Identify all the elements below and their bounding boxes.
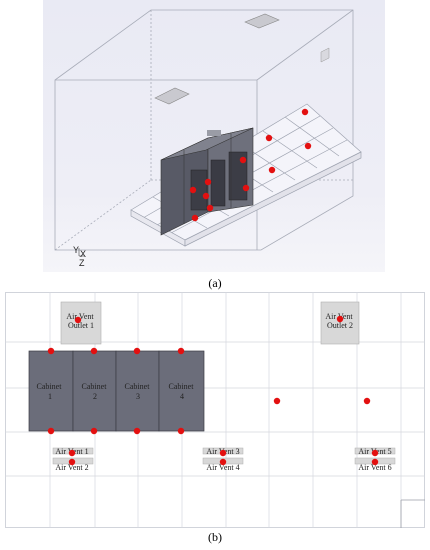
cabinet-4-label: Cabinet 4 <box>169 382 196 401</box>
sensor-point <box>268 166 276 174</box>
plan-view-panel: Air Vent Outlet 1 Air Vent Outlet 2 Cabi… <box>5 292 425 528</box>
sensor-point <box>133 347 141 355</box>
isometric-view-panel: Y X Z <box>43 0 385 272</box>
air-vent-outlet-1-label: Air Vent Outlet 1 <box>66 312 95 330</box>
caption-b: (b) <box>208 530 222 544</box>
sensor-point <box>90 347 98 355</box>
sensor-point <box>90 427 98 435</box>
sensor-point <box>204 178 212 186</box>
air-vent-outlet-1 <box>60 301 102 345</box>
sensor-point <box>206 204 214 212</box>
sensor-point <box>74 316 82 324</box>
cabinet-3-line-2: 3 <box>136 392 140 401</box>
axis-triad: Y X Z <box>73 245 86 268</box>
sensor-point <box>189 186 197 194</box>
cabinet-4-line-1: Cabinet <box>169 382 195 391</box>
caption-a: (a) <box>208 276 222 290</box>
ceiling-vent-outlet <box>154 87 190 105</box>
sensor-point <box>304 142 312 150</box>
cabinet-1-line-1: Cabinet <box>37 382 63 391</box>
air-vent-outlet-2 <box>320 301 360 345</box>
axis-label-x: X <box>80 249 86 259</box>
sensor-point <box>47 427 55 435</box>
cabinet-block-3d <box>160 127 254 236</box>
outlet-1-line-1: Air Vent <box>66 312 94 321</box>
sensor-point <box>301 108 309 116</box>
sensor-point <box>242 184 250 192</box>
outlet-1-line-2: Outlet 1 <box>68 321 94 330</box>
sensor-point <box>68 458 76 466</box>
air-vent-4-label: Air Vent 4 <box>206 463 239 472</box>
axis-label-z: Z <box>79 258 85 268</box>
sensor-point <box>133 427 141 435</box>
side-vent <box>320 47 330 63</box>
sensor-points-3d <box>189 108 312 222</box>
sensor-point <box>177 427 185 435</box>
sensor-point <box>371 458 379 466</box>
cabinet-2-label: Cabinet 2 <box>82 382 109 401</box>
cabinet-4-line-2: 4 <box>180 392 184 401</box>
ceiling-vent-outlet <box>244 13 280 29</box>
plan-view-svg: Air Vent Outlet 1 Air Vent Outlet 2 Cabi… <box>5 292 425 528</box>
sensor-point <box>336 315 344 323</box>
cabinet-3 <box>115 350 160 432</box>
sensor-point <box>371 449 379 457</box>
air-vent-6-label: Air Vent 6 <box>358 463 391 472</box>
cabinet-row: Cabinet 1 Cabinet 2 Cabinet 3 Cabinet 4 <box>28 350 205 432</box>
sensor-point <box>273 397 281 405</box>
isometric-view-svg: Y X Z <box>54 9 362 268</box>
cabinet-1-label: Cabinet 1 <box>37 382 64 401</box>
cabinet-2 <box>72 350 117 432</box>
sensor-point <box>177 347 185 355</box>
cabinet-2-line-1: Cabinet <box>82 382 108 391</box>
cabinet-1 <box>28 350 74 432</box>
outlet-2-line-2: Outlet 2 <box>327 321 353 330</box>
sensor-point <box>265 134 273 142</box>
sensor-point <box>239 156 247 164</box>
air-vent-2-label: Air Vent 2 <box>55 463 88 472</box>
axis-label-y: Y <box>73 245 79 255</box>
sensor-point <box>68 449 76 457</box>
sensor-point <box>202 192 210 200</box>
sensor-point <box>219 458 227 466</box>
sensor-point <box>219 449 227 457</box>
cabinet-2-line-2: 2 <box>93 392 97 401</box>
sensor-points-plan <box>47 315 379 466</box>
sensor-point <box>191 214 199 222</box>
sensor-point <box>363 397 371 405</box>
cabinet-3-label: Cabinet 3 <box>125 382 152 401</box>
cabinet-1-line-2: 1 <box>48 392 52 401</box>
sensor-point <box>47 347 55 355</box>
cabinet-3-line-1: Cabinet <box>125 382 151 391</box>
cabinet-4 <box>158 350 205 432</box>
